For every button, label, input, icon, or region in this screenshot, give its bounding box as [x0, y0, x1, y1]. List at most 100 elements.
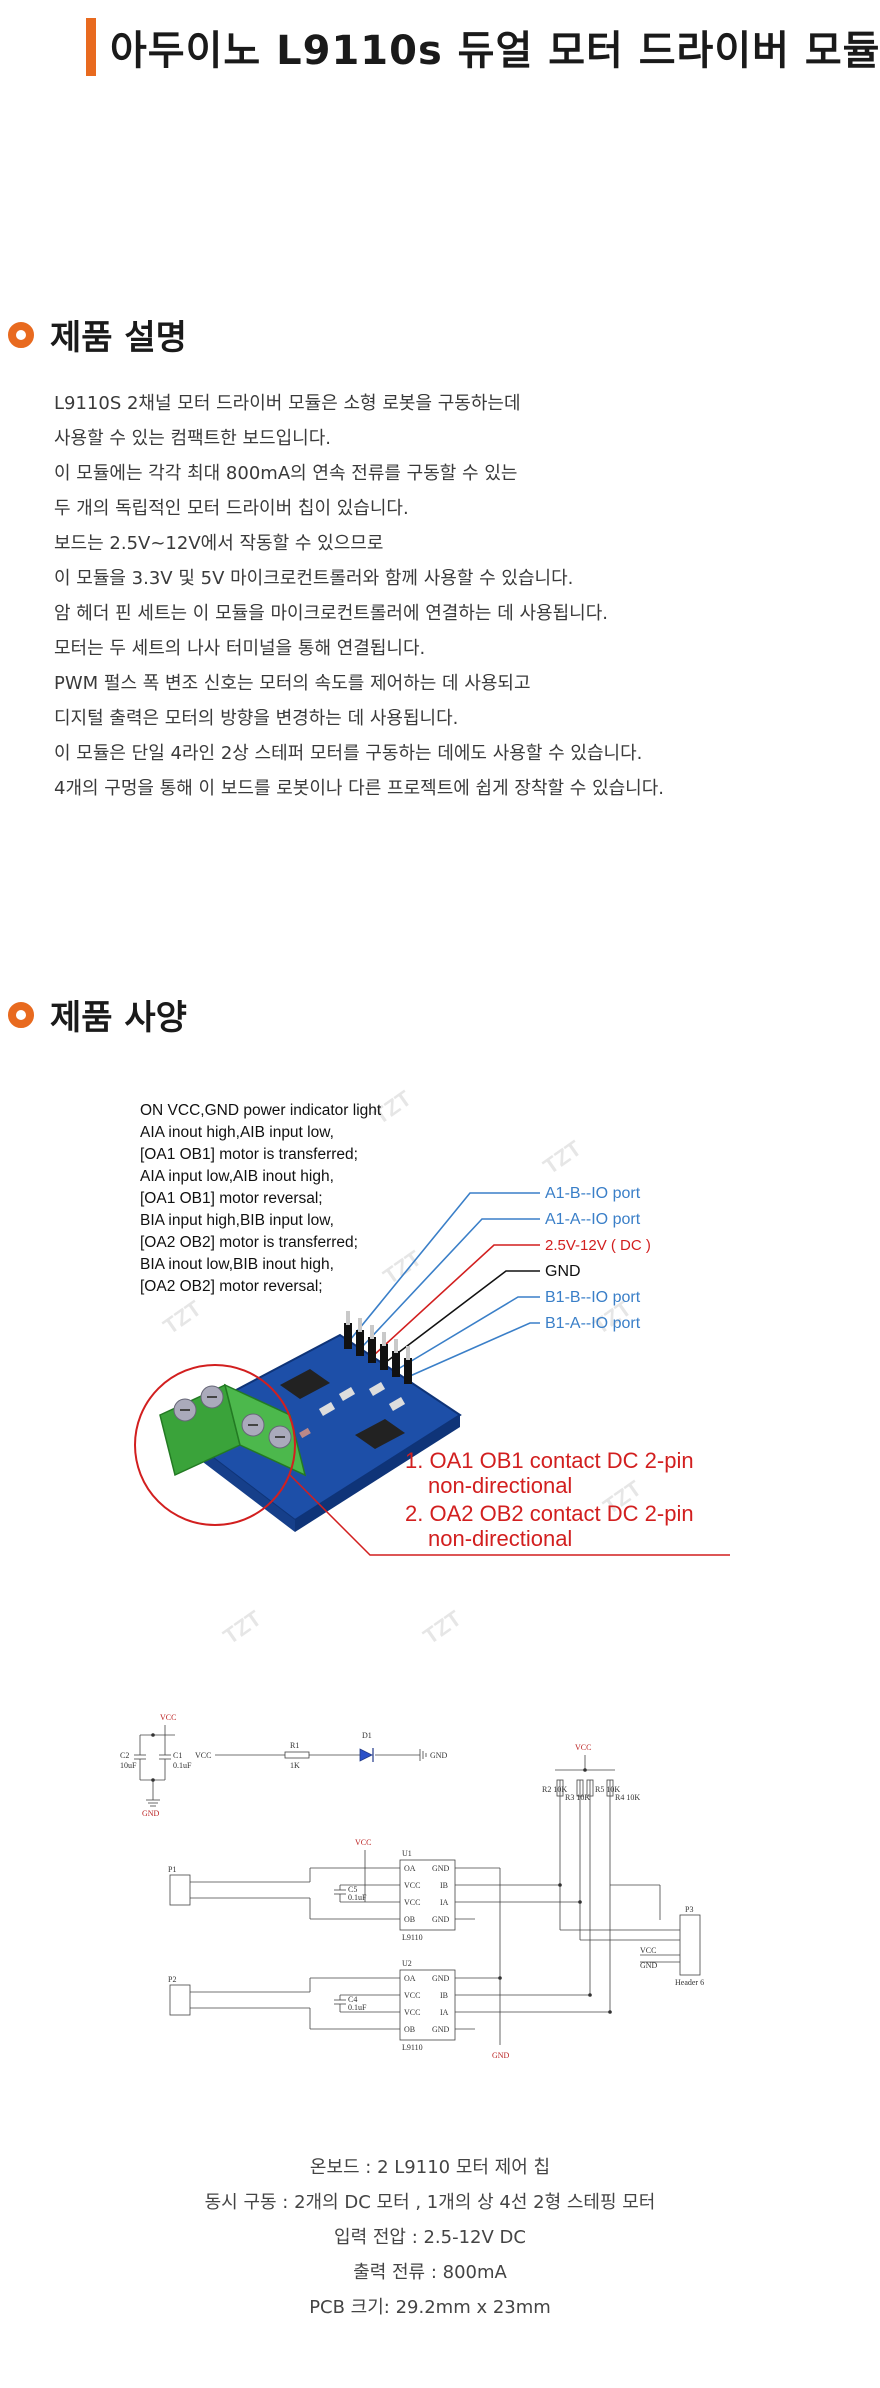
ring-bullet-icon	[8, 321, 34, 348]
spec-item: 온보드 : 2 L9110 모터 제어 칩	[309, 2157, 551, 2178]
pin-lead-line	[409, 1322, 540, 1377]
watermark-mark: TZT	[419, 1605, 467, 1649]
spec-item: 입력 전압 : 2.5-12V DC	[334, 2227, 526, 2248]
description-line: PWM 펄스 폭 변조 신호는 모터의 속도를 제어하는 데 사용되고	[54, 673, 531, 694]
pin-label: VCC	[404, 1898, 420, 1907]
pin-label: IA	[440, 2008, 449, 2017]
pin-label: GND	[432, 2025, 450, 2034]
d-label: D1	[362, 1731, 372, 1740]
c-value: 0.1uF	[173, 1761, 192, 1770]
description-line: 4개의 구멍을 통해 이 보드를 로봇이나 다른 프로젝트에 쉽게 장착할 수 …	[54, 778, 665, 799]
description-line: 이 모듈에는 각각 최대 800mA의 연속 전류를 구동할 수 있는	[54, 463, 518, 484]
vcc-label: VCC	[160, 1713, 176, 1722]
gnd-label: GND	[492, 2051, 510, 2060]
schematic-diagram: VCC C2 10uF C1 0.1uF GND VCC R1 1K D1 GN…	[120, 1713, 704, 2060]
note-line: AIA input low,AIB inout high,	[140, 1168, 334, 1185]
note-line: BIA inout low,BIB inout high,	[140, 1256, 334, 1273]
c-label: C1	[173, 1751, 182, 1760]
vcc-label: VCC	[195, 1751, 211, 1760]
c-value: 0.1uF	[348, 1893, 367, 1902]
description-line: L9110S 2채널 모터 드라이버 모듈은 소형 로봇을 구동하는데	[54, 393, 521, 414]
resistor-label: R2 10K	[542, 1785, 567, 1794]
vcc-label: VCC	[640, 1946, 656, 1955]
spec-item: 동시 구동 : 2개의 DC 모터 , 1개의 상 4선 2형 스테핑 모터	[204, 2192, 656, 2213]
r-label: R1	[290, 1741, 299, 1750]
note-line: [OA1 OB1] motor reversal;	[140, 1190, 323, 1207]
description-line: 모터는 두 세트의 나사 터미널을 통해 연결됩니다.	[54, 638, 426, 659]
gnd-label: GND	[142, 1809, 160, 1818]
resistor-label: R4 10K	[615, 1793, 640, 1802]
pin-label: GND	[545, 1263, 581, 1280]
description-line: 이 모듈은 단일 4라인 2상 스테퍼 모터를 구동하는 데에도 사용할 수 있…	[54, 743, 643, 764]
watermark-mark: TZT	[379, 1245, 427, 1289]
screw-terminal-blocks	[159, 1383, 307, 1477]
description-text: L9110S 2채널 모터 드라이버 모듈은 소형 로봇을 구동하는데 사용할 …	[54, 386, 834, 806]
section-header-spec: 제품 사양	[8, 990, 187, 1039]
page-header: 아두이노 L9110s 듀얼 모터 드라이버 모듈	[86, 18, 880, 76]
note-line: BIA input high,BIB input low,	[140, 1212, 334, 1229]
vcc-label: VCC	[355, 1838, 371, 1847]
chip-label: L9110	[402, 1933, 423, 1942]
title-accent-bar	[86, 18, 96, 76]
header-label: Header 6	[675, 1978, 704, 1987]
c-value: 10uF	[120, 1761, 137, 1770]
note-line: [OA2 OB2] motor is transferred;	[140, 1234, 358, 1251]
description-line: 보드는 2.5V~12V에서 작동할 수 있으므로	[54, 533, 384, 554]
pin-label: IA	[440, 1898, 449, 1907]
pin-label: B1-B--IO port	[545, 1289, 641, 1306]
r-value: 1K	[290, 1761, 300, 1770]
pin-label: A1-B--IO port	[545, 1185, 641, 1202]
p-label: P3	[685, 1905, 693, 1914]
pin-label: GND	[432, 1915, 450, 1924]
pin-label: IB	[440, 1881, 448, 1890]
pin-label: 2.5V-12V ( DC )	[545, 1237, 651, 1254]
section-title-description: 제품 설명	[50, 318, 187, 358]
c-value: 0.1uF	[348, 2003, 367, 2012]
pin-label: OB	[404, 2025, 415, 2034]
spec-list: 온보드 : 2 L9110 모터 제어 칩 동시 구동 : 2개의 DC 모터 …	[0, 2150, 860, 2325]
pin-lead-line	[373, 1244, 540, 1356]
product-illustration: TZT TZT TZT TZT TZT TZT TZT TZT ON VCC,G…	[134, 1085, 730, 1649]
spec-item: PCB 크기: 29.2mm x 23mm	[309, 2297, 551, 2318]
pin-label: VCC	[404, 1881, 420, 1890]
gnd-label: GND	[430, 1751, 448, 1760]
pin-lead-line	[385, 1270, 540, 1363]
highlight-circle	[134, 1364, 296, 1526]
note-line: [OA1 OB1] motor is transferred;	[140, 1146, 358, 1163]
p-label: P2	[168, 1975, 176, 1984]
description-line: 이 모듈을 3.3V 및 5V 마이크로컨트롤러와 함께 사용할 수 있습니다.	[54, 568, 574, 589]
note-line: AIA inout high,AIB input low,	[140, 1124, 334, 1141]
description-line: 디지털 출력은 모터의 방향을 변경하는 데 사용됩니다.	[54, 708, 459, 729]
truth-table-notes: ON VCC,GND power indicator light AIA ino…	[140, 1102, 382, 1295]
spec-item: 출력 전류 : 800mA	[353, 2262, 507, 2283]
section-title-spec: 제품 사양	[50, 998, 187, 1038]
contact-line: 1. OA1 OB1 contact DC 2-pin	[405, 1448, 694, 1473]
pin-label: OA	[404, 1974, 416, 1983]
pin-label: VCC	[404, 1991, 420, 2000]
chip-label: L9110	[402, 2043, 423, 2052]
pin-label: VCC	[404, 2008, 420, 2017]
pin-label: GND	[432, 1864, 450, 1873]
p-label: P1	[168, 1865, 176, 1874]
pin-lead-line	[361, 1218, 540, 1348]
vcc-label: VCC	[575, 1743, 591, 1752]
circuit-schematic: VCC C2 10uF C1 0.1uF GND VCC R1 1K D1 GN…	[110, 1700, 750, 2080]
contact-line: non-directional	[428, 1473, 572, 1498]
description-line: 두 개의 독립적인 모터 드라이버 칩이 있습니다.	[54, 498, 409, 519]
gnd-label: GND	[640, 1961, 658, 1970]
u-label: U1	[402, 1849, 412, 1858]
pin-label: OB	[404, 1915, 415, 1924]
pin-label: A1-A--IO port	[545, 1211, 641, 1228]
resistor-label: R3 10K	[565, 1793, 590, 1802]
ring-bullet-icon	[8, 1001, 34, 1028]
highlight-leader-line	[289, 1474, 730, 1556]
note-line: ON VCC,GND power indicator light	[140, 1102, 382, 1119]
page-title: 아두이노 L9110s 듀얼 모터 드라이버 모듈	[110, 28, 880, 74]
pin-lead-line	[397, 1296, 540, 1370]
section-header-description: 제품 설명	[8, 310, 187, 359]
c-label: C2	[120, 1751, 129, 1760]
product-image: TZT TZT TZT TZT TZT TZT TZT TZT ON VCC,G…	[130, 1085, 730, 1675]
c-label: C4	[348, 1995, 357, 2004]
description-line: 사용할 수 있는 컴팩트한 보드입니다.	[54, 428, 332, 449]
pin-lead-line	[349, 1192, 540, 1341]
